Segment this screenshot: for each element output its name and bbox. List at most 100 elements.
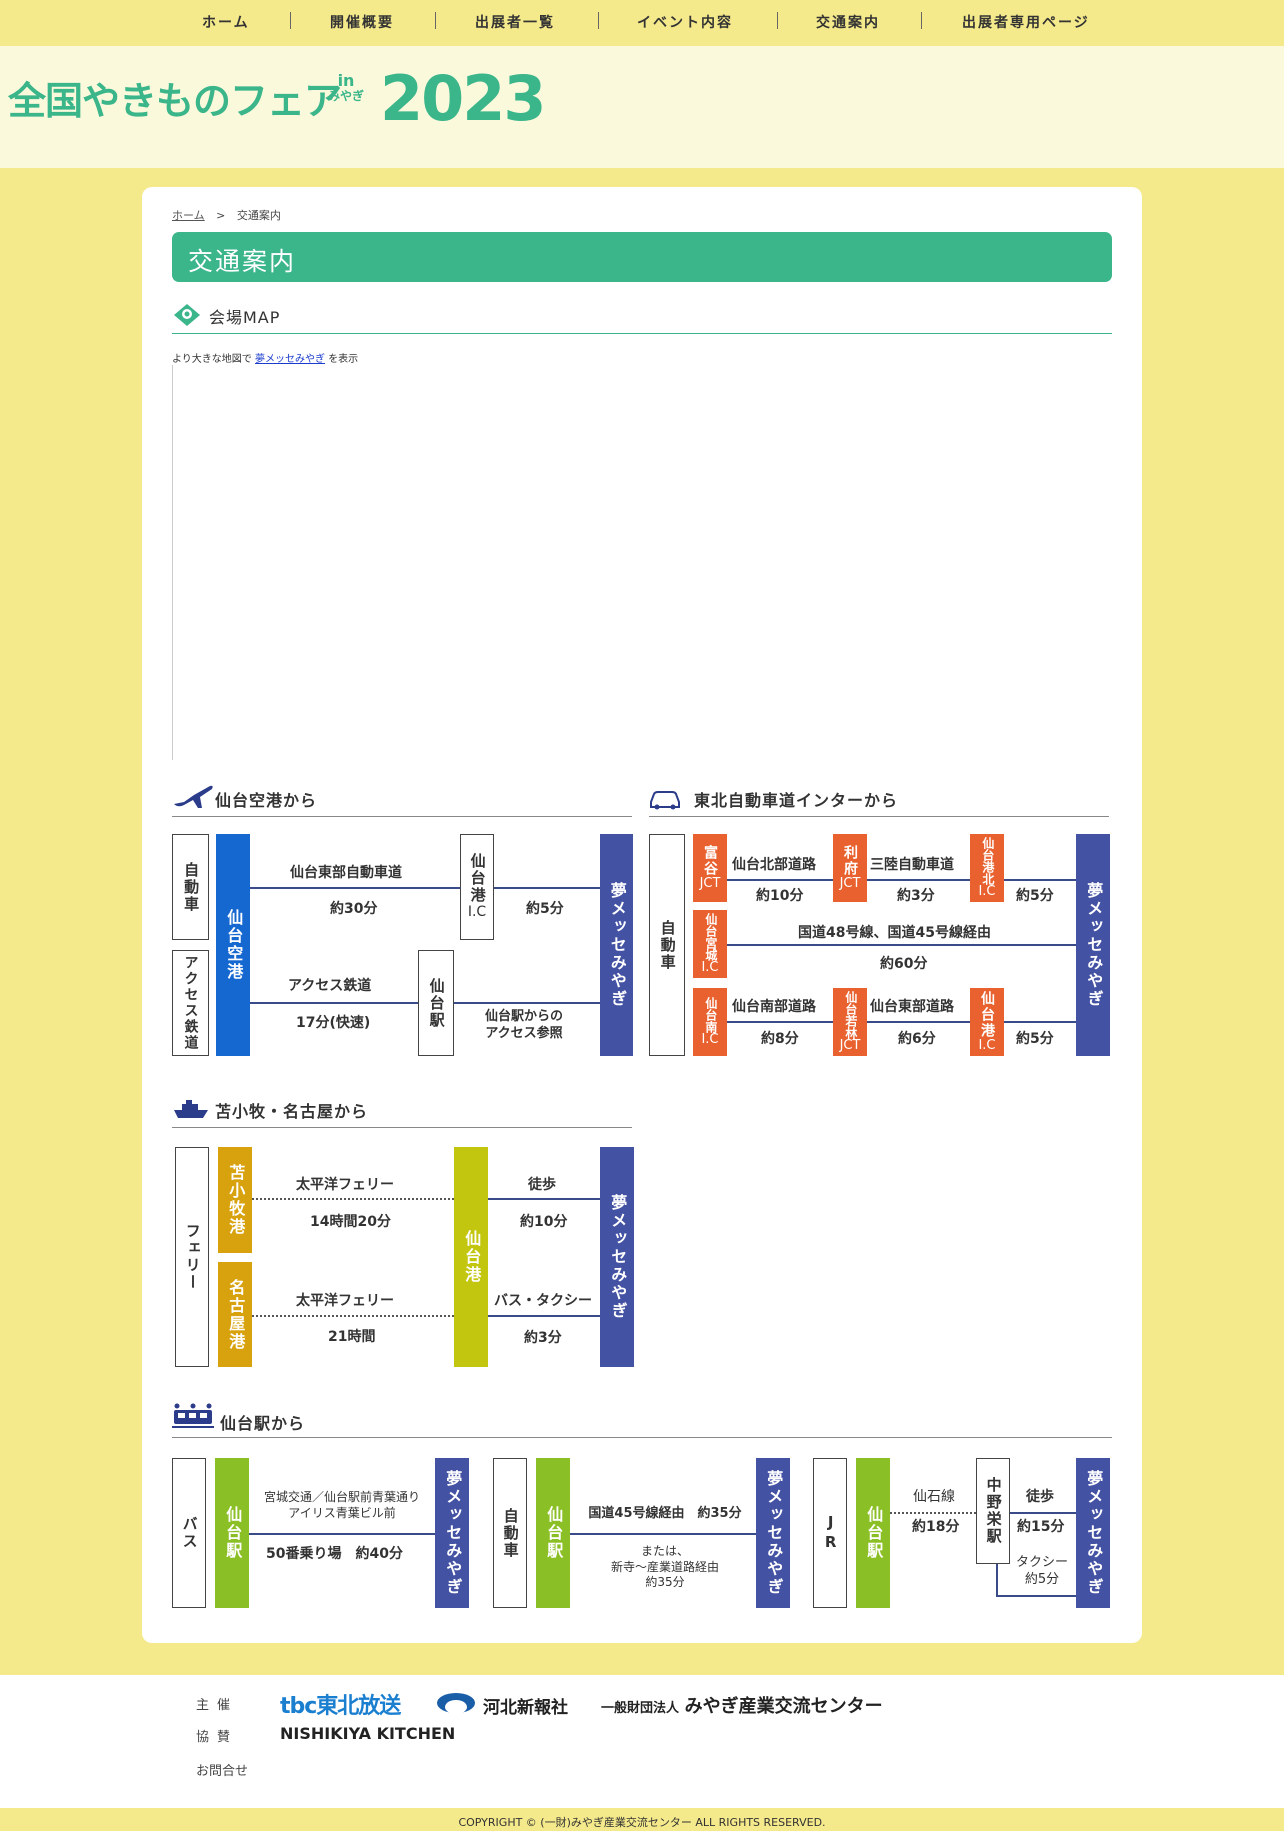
bus-label: バス <box>172 1458 206 1608</box>
r5-time: 約6分 <box>898 1031 936 1047</box>
yume-messe-destination: 夢メッセみやぎ <box>600 1147 634 1367</box>
page-title-bar: 交通案内 <box>172 232 1112 282</box>
bus-route: 宮城交通／仙台駅前青葉通り アイリス青葉ビル前 <box>263 1490 420 1520</box>
rail-time: 17分(快速) <box>296 1015 371 1031</box>
larger-map-link-line: より大きな地図で 夢メッセみやぎ を表示 <box>172 354 359 365</box>
section-divider <box>172 816 632 817</box>
ic-time: 約5分 <box>526 901 564 917</box>
route-line <box>867 879 970 881</box>
r5-label: 仙台東部道路 <box>870 999 954 1015</box>
route-line <box>488 1315 600 1317</box>
train-icon <box>172 1403 214 1428</box>
nishikiya-kitchen-logo[interactable]: NISHIKIYA KITCHEN <box>280 1724 456 1743</box>
route-line <box>488 1198 600 1200</box>
walk-label: 徒歩 <box>1026 1489 1054 1505</box>
nakano-sakae-station-box: 中野栄駅 <box>976 1458 1010 1564</box>
logo-year: 2023 <box>380 62 547 135</box>
r1-label: 仙台北部道路 <box>732 857 816 873</box>
tbc-logo[interactable]: tbc東北放送 <box>280 1694 401 1719</box>
nav-home[interactable]: ホーム <box>202 15 250 31</box>
route-line <box>250 887 460 889</box>
bus-taxi-label: バス・タクシー <box>494 1293 592 1309</box>
map-embed[interactable] <box>172 365 173 760</box>
nav-divider <box>290 12 291 29</box>
ferry-heading: 苫小牧・名古屋から <box>215 1102 369 1121</box>
taxi-label: タクシー 約5分 <box>1015 1555 1068 1587</box>
sendai-station-box: 仙台駅 <box>536 1458 570 1608</box>
route-line <box>454 1002 600 1004</box>
r4-time: 約8分 <box>761 1031 799 1047</box>
route-line <box>1004 879 1076 881</box>
nav-exhibitor-page[interactable]: 出展者専用ページ <box>962 15 1090 31</box>
r2-label: 三陸自動車道 <box>870 857 954 873</box>
road-time: 約30分 <box>330 901 378 917</box>
line-time: 約18分 <box>912 1519 960 1535</box>
tomakomai-port-box: 苫小牧港 <box>218 1147 252 1253</box>
r2-time: 約3分 <box>897 888 935 904</box>
yume-messe-destination: 夢メッセみやぎ <box>1076 834 1110 1056</box>
nav-divider <box>598 12 599 29</box>
highway-heading: 東北自動車道インターから <box>694 791 899 810</box>
route-line <box>570 1533 756 1535</box>
ferry-label: フェリー <box>175 1147 209 1367</box>
breadcrumb-current: 交通案内 <box>236 209 281 222</box>
nav-divider <box>777 12 778 29</box>
center-logo[interactable]: 一般財団法人 みやぎ産業交流センター <box>601 1696 883 1717</box>
nagoya-port-box: 名古屋港 <box>218 1262 252 1367</box>
nav-access[interactable]: 交通案内 <box>816 15 880 31</box>
car-label: 自動車 <box>493 1458 527 1608</box>
breadcrumb-home-link[interactable]: ホーム <box>172 209 205 222</box>
ferry-route-line <box>252 1315 454 1317</box>
site-footer <box>0 1675 1284 1808</box>
r3-time: 約60分 <box>880 956 928 972</box>
breadcrumb: ホーム > 交通案内 <box>172 207 281 223</box>
car-route: 国道45号線経由 約35分 <box>588 1506 742 1521</box>
jr-label: JR <box>813 1458 847 1608</box>
route-line <box>996 1564 998 1597</box>
end2-time: 約5分 <box>1016 1031 1054 1047</box>
contact-link[interactable]: お問合せ <box>196 1764 249 1779</box>
nav-events[interactable]: イベント内容 <box>637 15 733 31</box>
breadcrumb-separator: > <box>216 209 226 222</box>
top-nav: ホーム 開催概要 出展者一覧 イベント内容 交通案内 出展者専用ページ <box>0 0 1284 46</box>
nav-overview[interactable]: 開催概要 <box>330 15 394 31</box>
bus-taxi-time: 約3分 <box>524 1330 562 1346</box>
station-note: 仙台駅からの アクセス参照 <box>484 1009 563 1041</box>
route-line <box>996 1595 1076 1597</box>
airport-heading: 仙台空港から <box>215 791 318 810</box>
larger-map-link[interactable]: 夢メッセみやぎ <box>255 354 325 365</box>
sendai-station-box: 仙台駅 <box>856 1458 890 1608</box>
nav-exhibitors[interactable]: 出展者一覧 <box>475 15 555 31</box>
r4-label: 仙台南部道路 <box>732 999 816 1015</box>
sendai-station-box: 仙台駅 <box>215 1458 249 1608</box>
yume-messe-destination: 夢メッセみやぎ <box>435 1458 469 1608</box>
end1-time: 約5分 <box>1016 888 1054 904</box>
site-header <box>0 46 1284 168</box>
f1-time: 14時間20分 <box>310 1214 391 1230</box>
kahoku-logo[interactable]: 河北新報社 <box>483 1698 568 1718</box>
copyright: COPYRIGHT © (一財)みやぎ産業交流センター ALL RIGHTS R… <box>0 1808 1284 1831</box>
walk-time: 約15分 <box>1017 1519 1065 1535</box>
airplane-icon <box>174 785 213 808</box>
section-divider <box>649 816 1109 817</box>
map-pin-icon <box>174 304 200 326</box>
f2-label: 太平洋フェリー <box>296 1293 394 1309</box>
station-heading: 仙台駅から <box>220 1414 306 1433</box>
access-rail-label: アクセス鉄道 <box>172 950 209 1056</box>
car-icon <box>650 791 680 810</box>
route-line <box>727 944 1076 946</box>
r1-time: 約10分 <box>756 888 804 904</box>
r3-label: 国道48号線、国道45号線経由 <box>798 925 991 941</box>
page-title: 交通案内 <box>188 247 297 276</box>
sendai-port-box: 仙台港 <box>454 1147 488 1367</box>
host-label: 主催 <box>196 1698 239 1713</box>
road-label: 仙台東部自動車道 <box>290 865 402 881</box>
